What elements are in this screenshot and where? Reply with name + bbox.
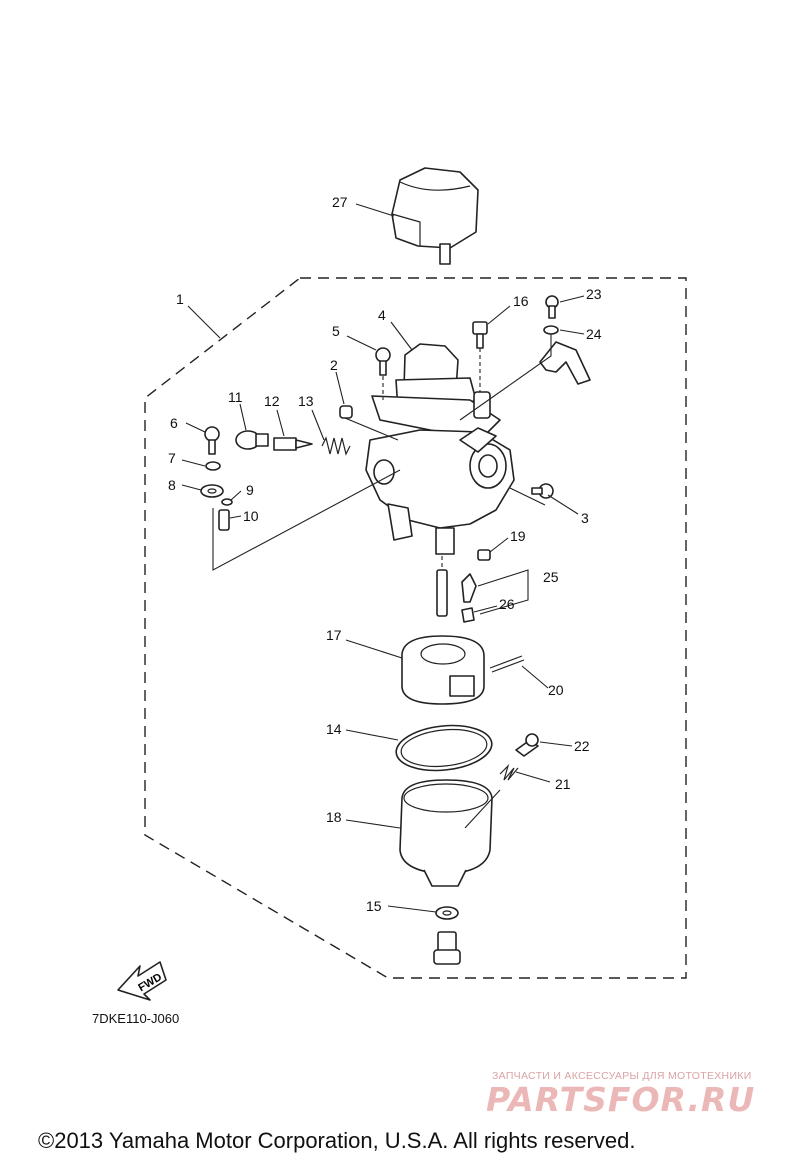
part-24-bracket [539,341,591,385]
callout-26: 26 [499,596,515,612]
part-3-screw [531,483,554,499]
diagram-code: 7DKE110-J060 [92,1011,180,1026]
part-6-screw [204,426,220,455]
callout-15: 15 [366,898,382,914]
copyright-notice: ©2013 Yamaha Motor Corporation, U.S.A. A… [38,1128,636,1153]
callout-23: 23 [586,286,602,302]
part-8-washer [200,484,224,498]
callout-27: 27 [332,194,348,210]
part-22-screw [515,733,539,757]
part-7-washer [205,461,221,471]
part-27-cover [391,167,479,265]
watermark-logo: PARTSFOR.RU [486,1080,756,1119]
callout-numbers: 1 2 3 4 5 6 7 8 9 10 11 12 13 14 15 16 1… [168,194,602,914]
watermark-tagline: ЗАПЧАСТИ И АКСЕССУАРЫ ДЛЯ МОТОТЕХНИКИ [492,1070,752,1082]
callout-10: 10 [243,508,259,524]
part-11-screw [235,430,269,450]
part-10-jet [218,509,230,531]
callout-25: 25 [543,569,559,585]
part-13-spring [321,436,351,456]
callout-14: 14 [326,721,342,737]
part-18-float-bowl [399,779,493,887]
callout-8: 8 [168,477,176,493]
part-26-clip [461,607,475,623]
part-9-oring [221,498,233,506]
fwd-arrow-icon: FWD [117,961,167,1001]
callout-2: 2 [330,357,338,373]
callout-12: 12 [264,393,280,409]
guide-lines [212,334,552,829]
part-14-gasket [395,724,493,772]
part-4-body-top [371,343,501,441]
callout-19: 19 [510,528,526,544]
callout-6: 6 [170,415,178,431]
callout-7: 7 [168,450,176,466]
part-19-screw [477,549,491,561]
part-5-screw [375,347,391,376]
part-17-float [401,635,525,705]
part-12-needle [273,437,313,451]
part-25-main-jet [436,569,477,617]
drain-bolt [433,931,461,965]
part-24-washer [543,325,559,335]
carburetor-main-body [365,391,515,555]
callout-13: 13 [298,393,314,409]
part-23-screw [545,295,559,319]
callout-20: 20 [548,682,564,698]
callout-22: 22 [574,738,590,754]
callout-21: 21 [555,776,571,792]
part-21-spring [499,763,519,781]
callout-18: 18 [326,809,342,825]
part-16-screw [472,321,488,349]
callout-17: 17 [326,627,342,643]
callout-24: 24 [586,326,602,342]
callout-1: 1 [176,291,184,307]
part-2-plug [339,405,353,419]
callout-3: 3 [581,510,589,526]
part-15-washer [435,906,459,920]
callout-4: 4 [378,307,386,323]
callout-9: 9 [246,482,254,498]
callout-5: 5 [332,323,340,339]
callout-16: 16 [513,293,529,309]
assembly-boundary [144,277,687,979]
leader-lines [181,203,585,913]
callout-11: 11 [228,389,243,405]
